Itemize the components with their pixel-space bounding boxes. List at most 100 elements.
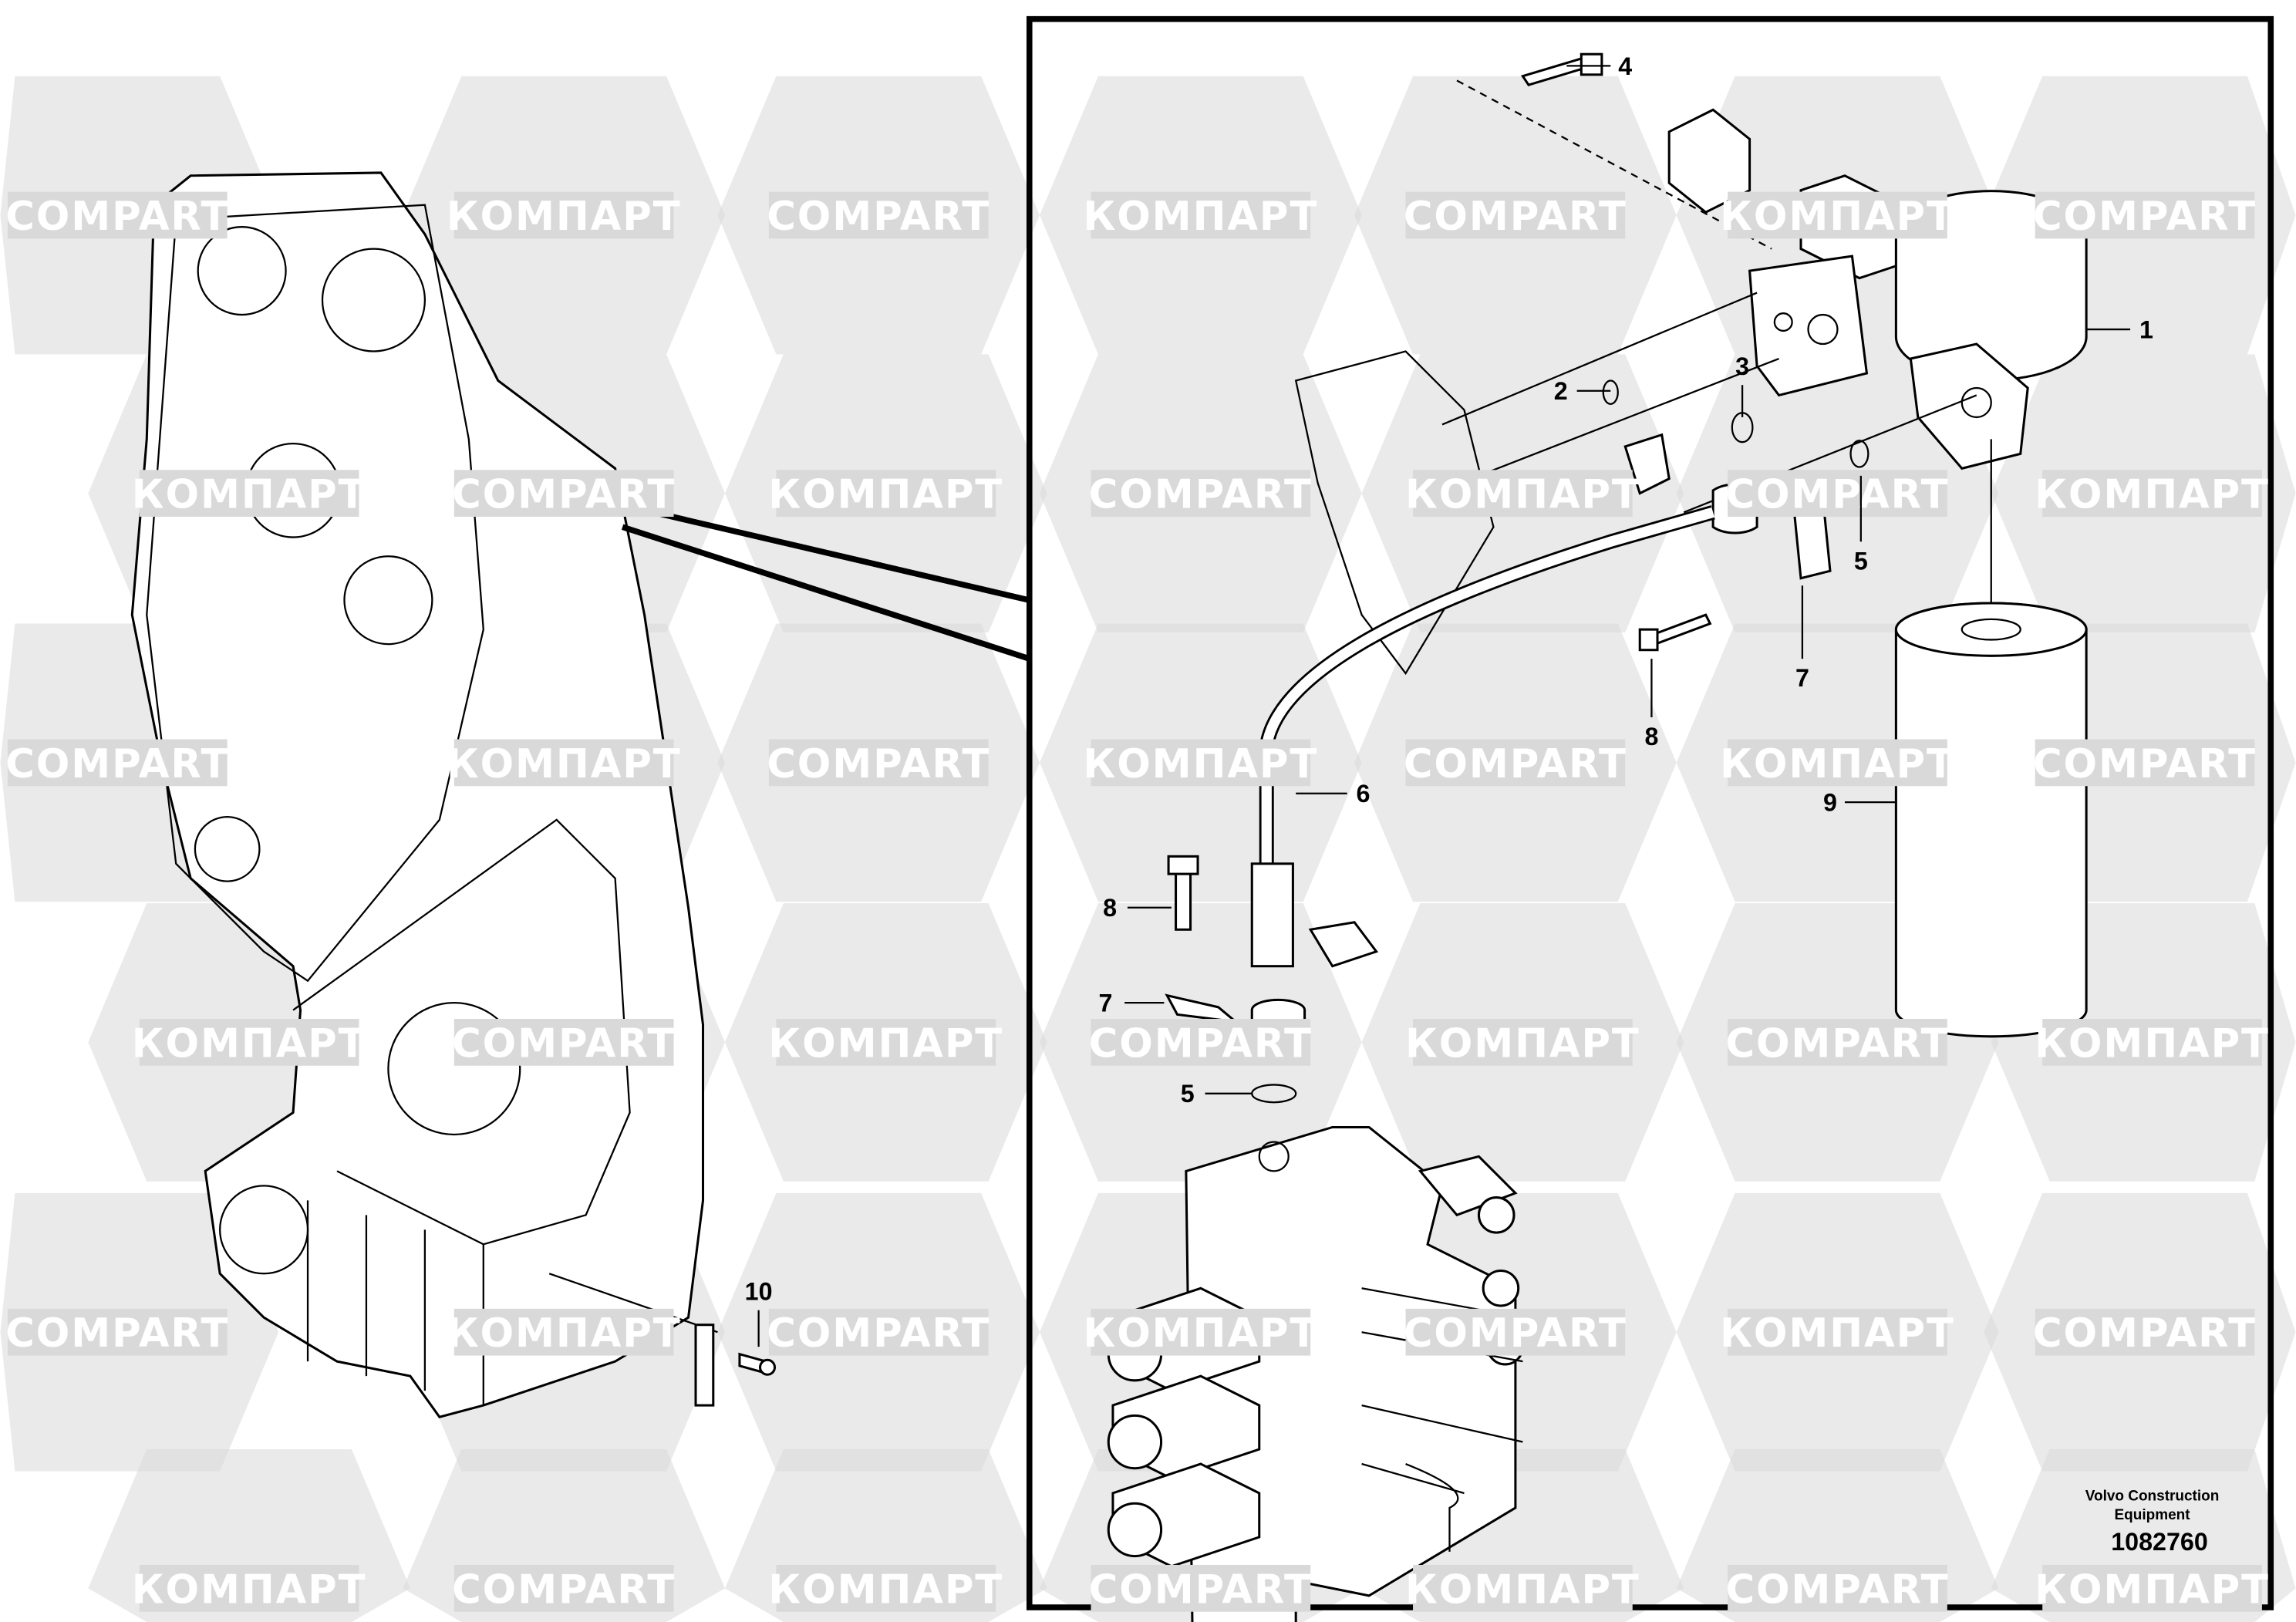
watermark-band — [139, 1019, 359, 1066]
watermark-band — [453, 1308, 674, 1356]
watermark-kompart: КОМПАРТ — [1405, 1564, 1640, 1613]
watermark-band — [1413, 470, 1633, 517]
watermark-band — [1728, 1564, 1947, 1612]
watermark-band — [7, 1308, 228, 1356]
watermark-band — [768, 191, 989, 239]
watermark-text: COMPART — [5, 741, 229, 787]
detail-frame — [1026, 15, 2274, 1610]
watermark-band — [1405, 739, 1626, 787]
watermark-text: КОМПАРТ — [1405, 1566, 1640, 1613]
watermark-band — [453, 191, 674, 239]
watermark-text: COMPART — [1725, 1566, 1949, 1613]
watermark-compart: COMPART — [1089, 470, 1313, 518]
watermark-kompart: КОМПАРТ — [132, 470, 366, 518]
watermark-text: КОМПАРТ — [447, 741, 682, 787]
watermark-band — [453, 1019, 674, 1066]
watermark-text: КОМПАРТ — [1720, 1310, 1955, 1357]
watermark-text: COMPART — [1725, 1020, 1949, 1067]
watermark-text: COMPART — [5, 1310, 229, 1357]
watermark-band — [1091, 191, 1311, 239]
watermark-compart: COMPART — [1725, 1564, 1949, 1613]
watermark-band — [776, 1019, 996, 1066]
callout-c5b: 5 — [1181, 1080, 1195, 1108]
watermark-compart: COMPART — [2033, 1308, 2255, 1357]
watermark-band — [1413, 1564, 1633, 1612]
watermark-text: COMPART — [1089, 1020, 1313, 1067]
watermark-text: COMPART — [1404, 1310, 1627, 1357]
callout-c10: 10 — [745, 1277, 773, 1305]
watermark-band — [1091, 1308, 1311, 1356]
detail-parts — [1107, 52, 2088, 1622]
watermark-text: КОМПАРТ — [768, 1020, 1003, 1067]
watermark-kompart: КОМПАРТ — [1083, 191, 1317, 240]
callout-c9: 9 — [1823, 789, 1837, 817]
watermark-text: КОМПАРТ — [1083, 1310, 1318, 1357]
watermark-text: COMPART — [452, 472, 676, 518]
watermark-text: КОМПАРТ — [2035, 1566, 2270, 1613]
watermark-band — [2042, 1564, 2262, 1612]
watermark-band — [453, 1564, 674, 1612]
watermark-compart: COMPART — [452, 1019, 676, 1067]
watermark-compart: COMPART — [452, 1564, 674, 1613]
watermark-kompart: КОМПАРТ — [1405, 1019, 1639, 1067]
watermark-band — [2035, 739, 2255, 787]
watermark-band — [7, 191, 228, 239]
watermark-band — [1728, 191, 1947, 239]
callout-c3: 3 — [1735, 352, 1749, 380]
watermark-band — [768, 1308, 989, 1356]
callout-c8a: 8 — [1644, 723, 1658, 750]
watermark-compart: COMPART — [1404, 1308, 1627, 1357]
watermark-text: COMPART — [1404, 194, 1627, 240]
watermark-band — [2035, 1308, 2255, 1356]
watermark-band — [1091, 1019, 1311, 1066]
watermark-kompart: КОМПАРТ — [2035, 470, 2270, 518]
watermark-kompart: КОМПАРТ — [768, 470, 1002, 518]
watermark-band — [2042, 1019, 2262, 1066]
watermark-band — [139, 470, 359, 517]
watermark-compart: COMPART — [1089, 1564, 1311, 1613]
callout-c7a: 7 — [1795, 664, 1809, 692]
watermark-text: КОМПАРТ — [1083, 741, 1318, 787]
watermark-text: КОМПАРТ — [132, 1020, 367, 1067]
watermark-band — [1405, 1308, 1626, 1356]
maker-name-line1: Volvo Construction — [2085, 1488, 2220, 1504]
watermark-text: COMPART — [452, 1020, 676, 1067]
watermark-kompart: КОМПАРТ — [447, 191, 682, 240]
watermark-text-layer: COMPART COMPART COMPART COMPART КОМПАРТ КОМПА… — [5, 191, 2270, 1613]
watermark-text: КОМПАРТ — [2035, 472, 2270, 518]
watermark-text: КОМПАРТ — [447, 194, 682, 240]
watermark-text: COMPART — [2033, 741, 2257, 787]
watermark-text: COMPART — [767, 194, 990, 240]
watermark-kompart: КОМПАРТ — [447, 1308, 682, 1357]
watermark-text: КОМПАРТ — [447, 1310, 682, 1357]
watermark-band — [1728, 1019, 1947, 1066]
watermark-kompart: КОМПАРТ — [132, 1564, 366, 1613]
detail-leader-lines — [621, 502, 1030, 662]
watermark-kompart: КОМПАРТ — [1405, 470, 1640, 518]
watermark-text: КОМПАРТ — [1720, 741, 1955, 787]
watermark-text: COMPART — [1404, 741, 1627, 787]
watermark-text: КОМПАРТ — [1405, 472, 1640, 518]
watermark-text: КОМПАРТ — [768, 1566, 1003, 1613]
watermark-band — [1728, 1308, 1947, 1356]
watermark-band — [2035, 191, 2255, 239]
watermark-band — [453, 470, 674, 517]
watermark-text: КОМПАРТ — [2035, 1020, 2270, 1067]
watermark-band — [1728, 739, 1947, 787]
watermark-compart: COMPART — [5, 1308, 229, 1357]
watermark-text: COMPART — [5, 194, 229, 240]
watermark-band — [139, 1564, 359, 1612]
watermark-text: COMPART — [1089, 472, 1313, 518]
watermark-compart: COMPART — [452, 470, 676, 518]
watermark-band — [2042, 470, 2262, 517]
watermark-compart: COMPART — [1725, 470, 1948, 518]
watermark-compart: COMPART — [5, 191, 229, 240]
watermark-compart: COMPART — [767, 191, 990, 240]
watermark-band — [1091, 470, 1311, 517]
watermark-band — [776, 470, 996, 517]
callout-c7b: 7 — [1098, 990, 1112, 1017]
watermark-band — [776, 1564, 996, 1612]
